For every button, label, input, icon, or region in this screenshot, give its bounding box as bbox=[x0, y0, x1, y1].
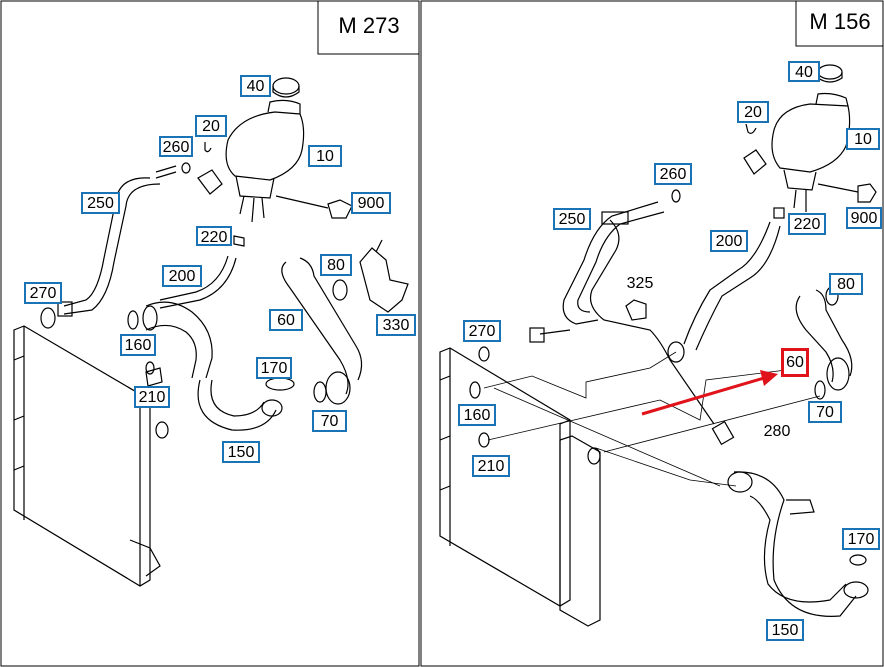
left-title-box bbox=[317, 1, 419, 55]
left-radiator bbox=[13, 325, 151, 587]
right-callout-40[interactable]: 40 bbox=[788, 61, 820, 82]
right-callout-200[interactable]: 200 bbox=[710, 230, 748, 252]
right-callout-20[interactable]: 20 bbox=[737, 101, 769, 123]
left-callout-60[interactable]: 60 bbox=[269, 309, 303, 331]
right-callout-325[interactable]: 325 bbox=[626, 275, 654, 292]
left-panel-frame bbox=[0, 0, 420, 667]
right-callout-220[interactable]: 220 bbox=[788, 213, 826, 235]
left-callout-270[interactable]: 270 bbox=[24, 282, 62, 304]
right-callout-170[interactable]: 170 bbox=[842, 528, 880, 550]
left-callout-150[interactable]: 150 bbox=[222, 441, 260, 463]
right-callout-70[interactable]: 70 bbox=[808, 401, 842, 423]
left-callout-210[interactable]: 210 bbox=[134, 386, 170, 408]
right-callout-250[interactable]: 250 bbox=[553, 208, 591, 230]
right-callout-80[interactable]: 80 bbox=[829, 273, 863, 295]
right-parts bbox=[439, 64, 877, 627]
left-cap-part bbox=[272, 77, 300, 95]
left-callout-10[interactable]: 10 bbox=[308, 145, 342, 167]
left-parts bbox=[13, 77, 409, 587]
left-callout-170[interactable]: 170 bbox=[256, 357, 292, 379]
left-callout-20[interactable]: 20 bbox=[195, 115, 227, 137]
left-callout-330[interactable]: 330 bbox=[376, 314, 416, 336]
leader-lines bbox=[483, 351, 821, 487]
right-callout-270[interactable]: 270 bbox=[463, 320, 501, 342]
right-callout-60-highlighted[interactable]: 60 bbox=[781, 348, 809, 377]
left-expansion-tank bbox=[225, 111, 305, 181]
right-callout-150[interactable]: 150 bbox=[766, 619, 804, 641]
right-title-box bbox=[795, 1, 883, 47]
left-callout-250[interactable]: 250 bbox=[81, 192, 120, 214]
right-panel-frame bbox=[420, 0, 884, 667]
right-callout-900[interactable]: 900 bbox=[846, 207, 882, 229]
right-callout-210[interactable]: 210 bbox=[472, 455, 510, 477]
left-hose-250 bbox=[63, 177, 151, 307]
right-panel-title: M 156 bbox=[809, 9, 871, 34]
right-callout-160[interactable]: 160 bbox=[458, 404, 496, 426]
left-callout-220[interactable]: 220 bbox=[196, 226, 232, 246]
left-panel-title: M 273 bbox=[338, 13, 400, 38]
highlight-arrow bbox=[641, 370, 778, 416]
left-callout-900[interactable]: 900 bbox=[351, 192, 391, 214]
left-callout-80[interactable]: 80 bbox=[320, 254, 352, 276]
left-callout-160[interactable]: 160 bbox=[120, 334, 156, 356]
left-callout-40[interactable]: 40 bbox=[240, 75, 271, 97]
left-callout-260[interactable]: 260 bbox=[159, 136, 193, 157]
left-callout-70[interactable]: 70 bbox=[312, 410, 347, 432]
left-callout-200[interactable]: 200 bbox=[162, 265, 202, 287]
right-callout-260[interactable]: 260 bbox=[654, 163, 692, 185]
right-callout-10[interactable]: 10 bbox=[846, 128, 880, 150]
right-callout-280[interactable]: 280 bbox=[763, 423, 791, 440]
